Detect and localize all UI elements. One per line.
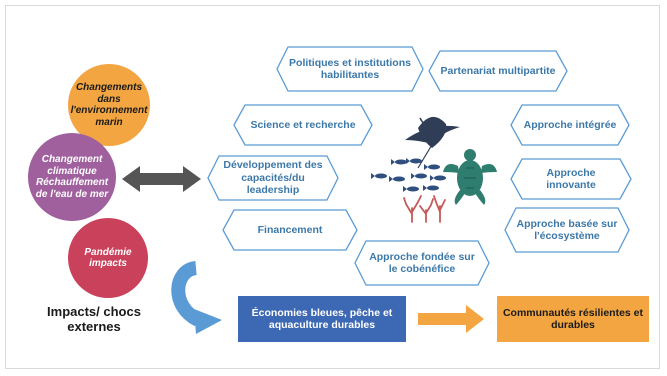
pandemic-circle: Pandémie impacts [68,218,148,298]
coral-icon [403,195,446,223]
blue-economy-label: Économies bleues, pêche et aquaculture d… [251,306,393,332]
sea-turtle-icon [443,149,497,205]
hex-ecosystem-label: Approche basée sur l'écosystème [516,217,618,243]
climate-change-circle: Changement climatique Réchauffement de l… [28,133,116,221]
resilient-communities-box: Communautés résilientes et durables [497,296,649,342]
hex-science: Science et recherche [233,104,373,146]
hex-financing-label: Financement [257,223,323,236]
hex-ecosystem: Approche basée sur l'écosystème [504,207,630,253]
hex-innovative-label: Approche innovante [546,166,596,192]
hex-capacity: Développement des capacités/du leadershi… [207,155,339,201]
hex-cobenefit: Approche fondée sur le cobénéfice [354,240,490,286]
right-arrow [418,305,484,333]
hex-partnership: Partenariat multipartite [428,50,568,92]
diagram-frame [5,5,660,369]
hex-partnership-label: Partenariat multipartite [440,64,556,77]
manta-ray-icon [405,116,460,169]
pandemic-label: Pandémie impacts [84,246,132,270]
hex-integrated: Approche intégrée [510,104,630,146]
curved-arrow [171,261,202,327]
hex-science-label: Science et recherche [250,118,356,131]
hex-policies: Politiques et institutions habilitantes [276,46,424,92]
hex-capacity-label: Développement des capacités/du leadershi… [223,159,323,197]
hex-policies-label: Politiques et institutions habilitantes [289,56,411,82]
fish-school-icon [371,158,446,192]
resilient-communities-label: Communautés résilientes et durables [502,306,644,332]
hex-integrated-label: Approche intégrée [523,118,617,131]
curved-arrow-head [194,309,222,334]
blue-economy-box: Économies bleues, pêche et aquaculture d… [238,296,406,342]
impacts-label: Impacts/ chocs externes [47,304,141,334]
marine-environment-label: Changements dans l'environnement marin [70,82,148,128]
hex-cobenefit-label: Approche fondée sur le cobénéfice [369,250,475,276]
hex-financing: Financement [222,209,358,251]
hex-innovative: Approche innovante [510,158,632,200]
climate-change-label: Changement climatique Réchauffement de l… [35,154,109,200]
marine-environment-circle: Changements dans l'environnement marin [68,64,150,146]
